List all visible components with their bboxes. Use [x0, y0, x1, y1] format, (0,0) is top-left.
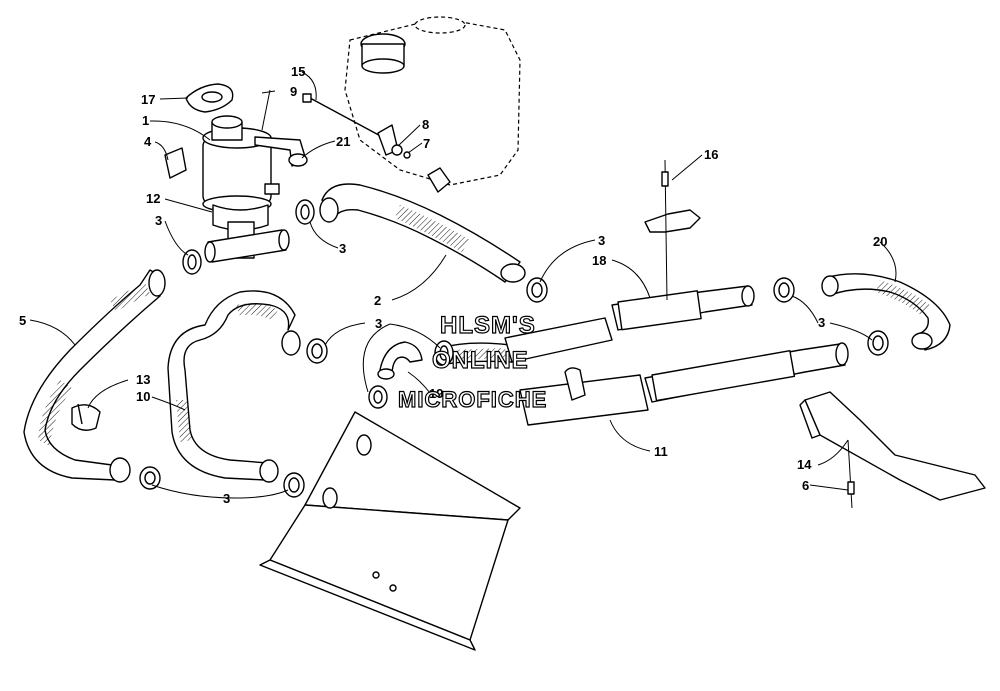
callout-3-e: 3 [818, 315, 825, 330]
hose-19 [377, 341, 423, 380]
callout-3-b: 3 [339, 241, 346, 256]
watermark-line-2: ONLINE [432, 347, 529, 374]
clamp-c [526, 277, 548, 303]
watermark-line-3: MICROFICHE [398, 387, 547, 412]
coolant-reservoir [344, 16, 521, 193]
callout-15: 15 [291, 64, 305, 79]
hose-20 [821, 273, 951, 351]
hose-10 [167, 290, 301, 483]
callout-1: 1 [142, 113, 149, 128]
callout-12: 12 [146, 191, 160, 206]
mounting-pad [164, 147, 187, 179]
callout-13: 13 [136, 372, 150, 387]
callout-8: 8 [422, 117, 429, 132]
watermark: HLSM'S ONLINE MICROFICHE [397, 311, 547, 412]
callout-3-a: 3 [155, 213, 162, 228]
clamp-13 [71, 403, 101, 431]
callout-11: 11 [654, 444, 668, 459]
callout-3-d: 3 [375, 316, 382, 331]
clamp-d [306, 338, 328, 364]
callout-14: 14 [797, 457, 812, 472]
callout-5: 5 [19, 313, 26, 328]
clamp-j [867, 330, 889, 356]
callout-6: 6 [802, 478, 809, 493]
callout-17: 17 [141, 92, 155, 107]
leader-lines [29, 71, 897, 499]
radiator-cap [185, 83, 234, 113]
bracket-hardware [302, 93, 411, 159]
expansion-tank [202, 115, 280, 213]
clamp-a [182, 249, 202, 275]
hose-2 [319, 183, 526, 283]
clamp-h [283, 472, 305, 498]
callout-7: 7 [423, 136, 430, 151]
callout-labels: 17 15 9 1 4 8 21 7 12 3 3 16 3 18 20 5 2… [19, 64, 887, 506]
bracket-16 [644, 159, 701, 301]
callout-18: 18 [592, 253, 606, 268]
hose-5 [23, 269, 166, 483]
skid-plate [799, 391, 986, 509]
callout-3-c: 3 [598, 233, 605, 248]
heat-exchanger-panel [259, 411, 521, 651]
callout-9: 9 [290, 84, 297, 99]
clamp-g [139, 466, 161, 490]
heat-exchanger-18 [504, 285, 755, 363]
tee-fitting [204, 204, 290, 263]
callout-21: 21 [336, 134, 350, 149]
heat-exchanger-11 [519, 342, 849, 426]
watermark-line-1: HLSM'S [440, 312, 536, 339]
clamp-b [295, 199, 315, 225]
corrugated-pipe [439, 342, 513, 365]
callout-2: 2 [374, 293, 381, 308]
callout-4: 4 [144, 134, 152, 149]
callout-19: 19 [429, 386, 443, 401]
clamp-i [773, 277, 795, 303]
callout-20: 20 [873, 234, 887, 249]
clamp-f [368, 385, 388, 409]
callout-10: 10 [136, 389, 150, 404]
callout-3-f: 3 [223, 491, 230, 506]
callout-16: 16 [704, 147, 718, 162]
